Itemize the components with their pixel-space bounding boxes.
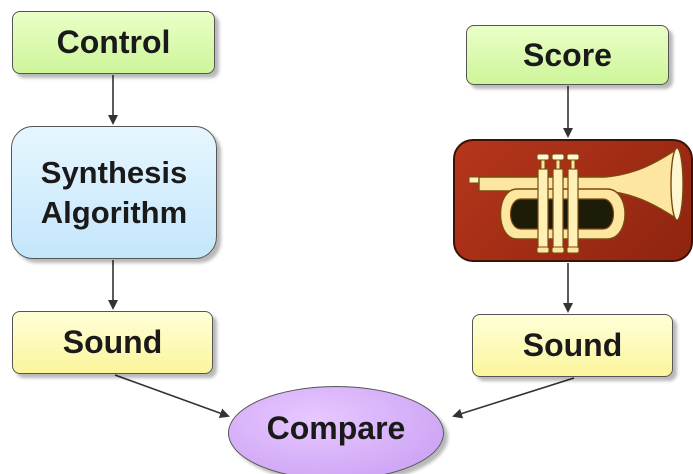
compare-node: Compare [228,386,444,474]
synthesis-label-line1: Synthesis [40,154,188,190]
sound-right-label: Sound [522,327,623,363]
sound-left-label: Sound [62,324,163,360]
control-node: Control [12,11,215,74]
trumpet-image-node [453,139,693,262]
score-label: Score [523,36,612,73]
score-node: Score [466,25,669,85]
compare-label: Compare [266,409,406,446]
trumpet-icon [468,147,684,254]
synthesis-label: Synthesis Algorithm [41,153,187,233]
sound-node-right: Sound [472,314,673,377]
arrow-sound-left-to-compare [114,374,230,418]
control-label: Control [56,24,171,60]
synthesis-label-line2: Algorithm [40,194,188,230]
arrow-sound-right-to-compare [452,377,575,419]
sound-node-left: Sound [12,311,213,374]
synthesis-algorithm-node: Synthesis Algorithm [11,126,217,259]
